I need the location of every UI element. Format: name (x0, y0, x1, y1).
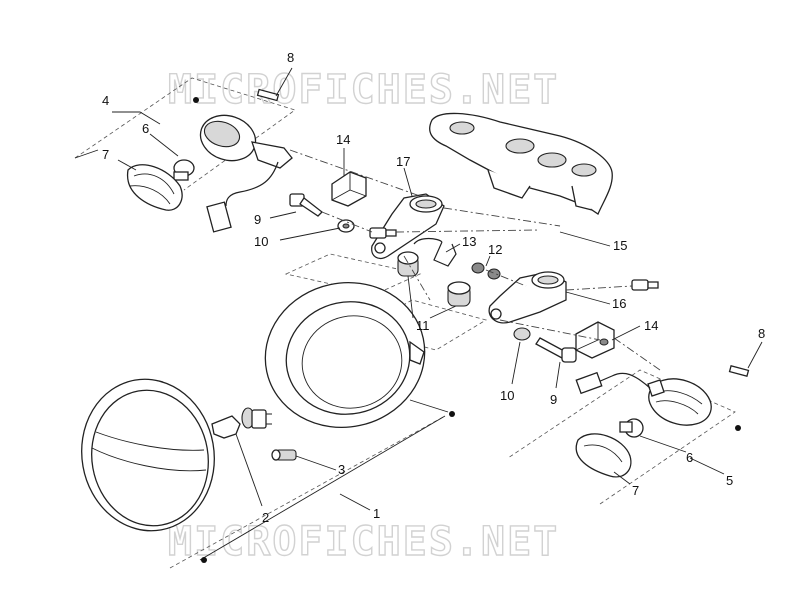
bulb-6-left (173, 159, 195, 181)
callout-8-bottom: 8 (758, 326, 765, 341)
headlight-bracket-16 (488, 271, 567, 324)
bolt-9-bottom (535, 337, 577, 363)
callout-14-top: 14 (336, 132, 350, 147)
bolt-15-top (369, 227, 397, 239)
screw-8-bottom (728, 364, 750, 378)
indicator-housing-right (575, 371, 712, 426)
washer-10-bottom (513, 327, 531, 341)
screw-8-top (256, 67, 293, 102)
triple-clamp (429, 112, 613, 215)
callout-3: 3 (338, 462, 345, 477)
callout-6-bottom: 6 (686, 450, 693, 465)
front-left-indicator-group (74, 67, 296, 233)
lens-7-left (127, 164, 183, 211)
watermark-top: MICROFICHES.NET (168, 67, 559, 113)
front-right-indicator-group (507, 364, 750, 505)
callout-15: 15 (613, 238, 627, 253)
assembly-lines (289, 149, 661, 371)
rubber-block-14-bottom (575, 321, 615, 359)
nut-12 (471, 262, 501, 280)
headlight-bracket-17 (371, 193, 445, 260)
callout-11: 11 (416, 318, 430, 333)
callout-9-bottom: 9 (550, 392, 557, 407)
callout-10-bottom: 10 (500, 388, 514, 403)
callout-6-top: 6 (142, 121, 149, 136)
bulb-6-right (619, 418, 644, 438)
wire-13 (433, 241, 457, 267)
callout-10-top: 10 (254, 234, 268, 249)
callout-13: 13 (462, 234, 476, 249)
parking-bulb-3 (271, 449, 297, 461)
watermark-bottom: MICROFICHES.NET (168, 519, 559, 565)
callout-7-top: 7 (102, 147, 109, 162)
rubber-block-14-top (331, 171, 367, 207)
leader-lines (235, 148, 763, 511)
callout-14-bottom: 14 (644, 318, 658, 333)
callout-8-top: 8 (287, 50, 294, 65)
callout-16: 16 (612, 296, 626, 311)
bolt-9-top (289, 193, 323, 217)
callout-5: 5 (726, 473, 733, 488)
callout-7-bottom: 7 (632, 483, 639, 498)
headlight-lens (81, 378, 215, 532)
indicator-housing-left (199, 114, 293, 233)
headlight-housing (264, 281, 426, 429)
callout-4: 4 (102, 93, 109, 108)
grommets-11 (284, 251, 488, 351)
callout-9-top: 9 (254, 212, 261, 227)
headlight-bulb-2 (211, 407, 272, 439)
lens-7-right (575, 433, 632, 478)
bolt-15-bottom (631, 279, 659, 291)
callout-1: 1 (373, 506, 380, 521)
washer-10-top (337, 219, 355, 233)
callout-12: 12 (488, 242, 502, 257)
callout-2: 2 (262, 510, 269, 525)
callout-17: 17 (396, 154, 410, 169)
